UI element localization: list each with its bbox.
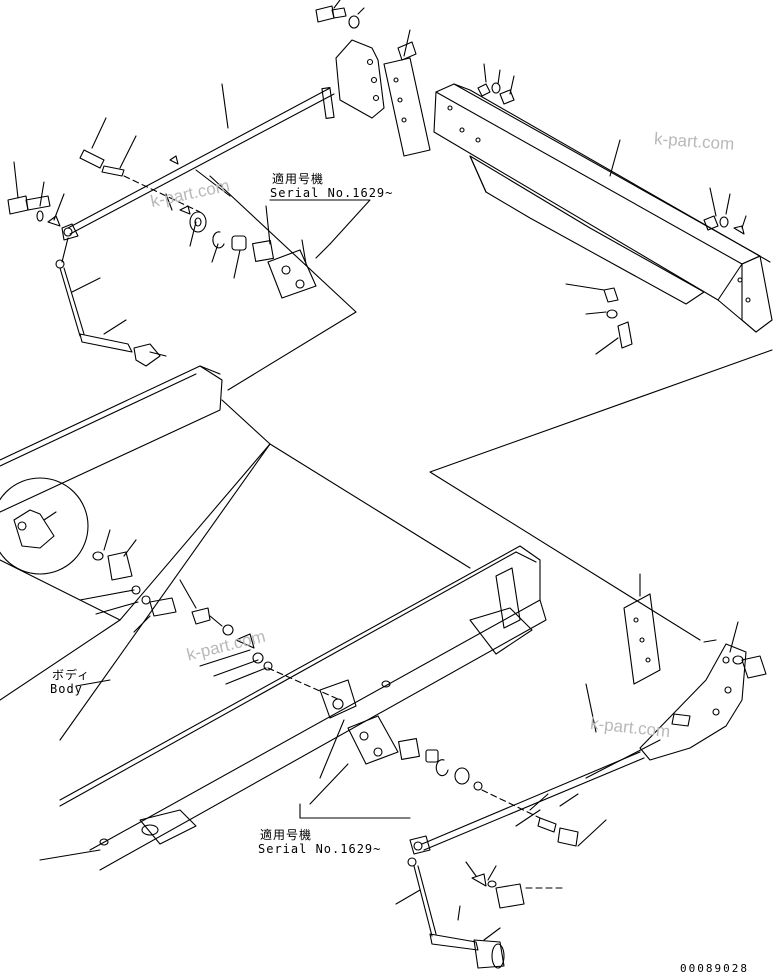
section-boundaries <box>195 169 773 641</box>
serial-label-bottom: Serial No.1629~ <box>258 842 382 856</box>
lower-linkage-assembly <box>347 573 767 969</box>
body-label-en: Body <box>50 682 83 696</box>
upper-leaders <box>13 0 747 357</box>
serial-brackets <box>75 199 411 819</box>
serial-label-top-jp: 適用号機 <box>272 172 325 186</box>
body-frame <box>0 365 547 871</box>
serial-label-top: Serial No.1629~ <box>270 186 394 200</box>
serial-label-bottom-jp: 適用号機 <box>260 828 313 842</box>
upper-cover-box <box>433 82 773 355</box>
body-label-jp: ボディ <box>52 668 91 682</box>
drawing-code: 00089028 <box>680 962 749 975</box>
